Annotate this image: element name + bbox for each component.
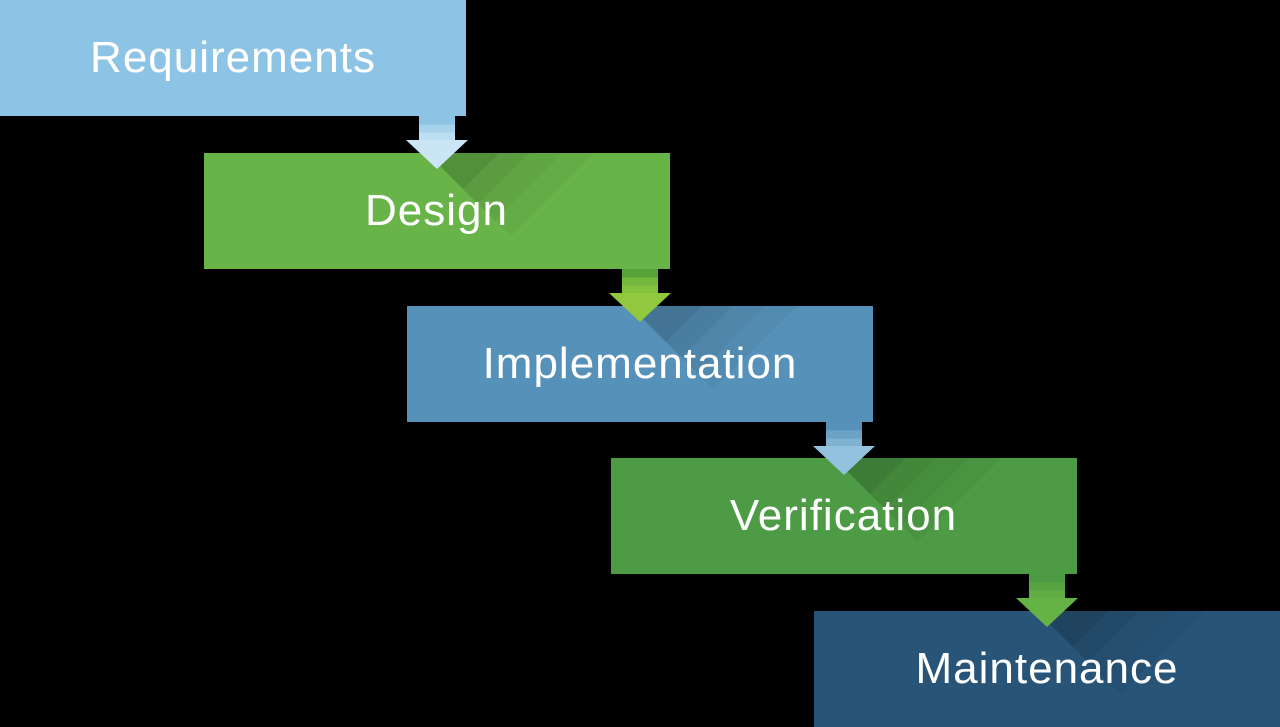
step-label-verification: Verification [729, 491, 958, 541]
step-box-design: Design [203, 152, 670, 269]
step-label-maintenance: Maintenance [915, 644, 1179, 693]
arrow-shaft [825, 421, 862, 446]
step-box-verification: Verification [610, 458, 1077, 575]
arrow-shaft [418, 116, 455, 141]
step-label-requirements: Requirements [90, 33, 376, 82]
arrow-shaft [1029, 574, 1065, 599]
step-label-implementation: Implementation [482, 338, 798, 388]
step-box-requirements: Requirements [0, 0, 466, 116]
step-box-implementation: Implementation [407, 305, 873, 422]
step-box-maintenance: Maintenance [814, 611, 1280, 727]
fold-shadow-stripe [630, 305, 702, 342]
fold-shadow-stripe [494, 152, 594, 237]
arrow-shaft [622, 268, 658, 294]
step-label-design: Design [365, 185, 508, 235]
fold-shadow-stripe [1037, 611, 1109, 647]
fold-shadow-stripe [833, 458, 906, 495]
fold-shadow-stripe [426, 152, 499, 189]
